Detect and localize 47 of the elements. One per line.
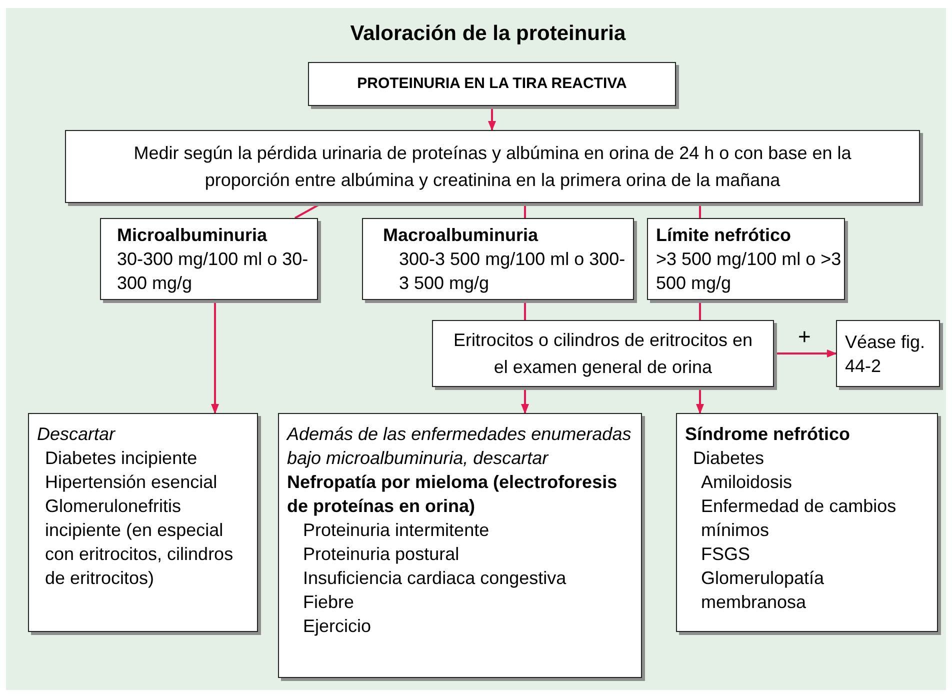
box-text: Hipertensión esencial [44,471,218,494]
box-text: >3 500 mg/100 ml o >3 500 mg/g [656,248,842,295]
box-text: Véase fig. 44-2 [845,330,926,378]
box-text: Enfermedad de cambios mínimos [700,495,898,542]
process-box [362,218,634,300]
box-text: FSGS [700,543,752,566]
box-text: Descartar [37,423,116,446]
process-box [65,130,920,203]
box-text: Además de las enfermedades enumeradas bajo microalbuminuria, descartar [287,423,632,470]
box-text: Amiloidosis [700,471,794,494]
arrow [696,387,704,414]
connector-line [524,300,526,320]
connector-line [699,203,701,218]
box-text: 30-300 mg/100 ml o 30-300 mg/g [117,248,310,295]
box-text: Glomerulonefritis incipiente (en especial con eritrocitos, cilindros de eritrocitos) [44,495,234,590]
arrow [521,387,529,414]
box-text: 300-3 500 mg/100 ml o 300-3 500 mg/g [398,248,626,295]
process-box [278,413,642,678]
connector-line [699,300,701,320]
box-text: Medir según la pérdida urinaria de proteínas y albúmina en orina de 24 h o con base en la proporción entre albúmina y creatinina en la primera orina de la mañana [132,142,852,192]
box-text: Diabetes incipiente [44,447,198,470]
box-text: Diabetes [692,447,766,470]
diagram-title: Valoración de la proteinuria [349,21,627,47]
box-text: Ejercicio [302,615,372,638]
process-box [28,413,258,632]
box-text: Microalbuminuria [117,224,268,247]
process-box [647,218,845,300]
arrow [488,106,496,131]
process-box [308,62,676,106]
process-box [432,320,774,387]
box-text: Nefropatía por mieloma (electroforesis de proteínas en orina) [287,471,618,518]
box-text: Insuficiencia cardiaca congestiva [302,567,568,590]
box-text: Fiebre [302,591,356,614]
box-text: Proteinuria postural [302,543,460,566]
box-text: Síndrome nefrótico [685,423,852,446]
process-box [676,413,938,632]
arrow [211,300,219,414]
connector-line [524,203,526,218]
box-text: Glomerulopatía membranosa [700,567,826,614]
arrow [774,350,837,358]
box-text: Eritrocitos o cilindros de eritrocitos en el examen general de orina [452,328,754,379]
box-text: PROTEINURIA EN LA TIRA REACTIVA [357,74,627,94]
box-text: Límite nefrótico [656,224,792,247]
process-box [836,320,940,387]
box-text: Proteinuria intermitente [302,519,490,542]
box-text: Macroalbuminuria [383,224,540,247]
process-box [100,218,318,300]
